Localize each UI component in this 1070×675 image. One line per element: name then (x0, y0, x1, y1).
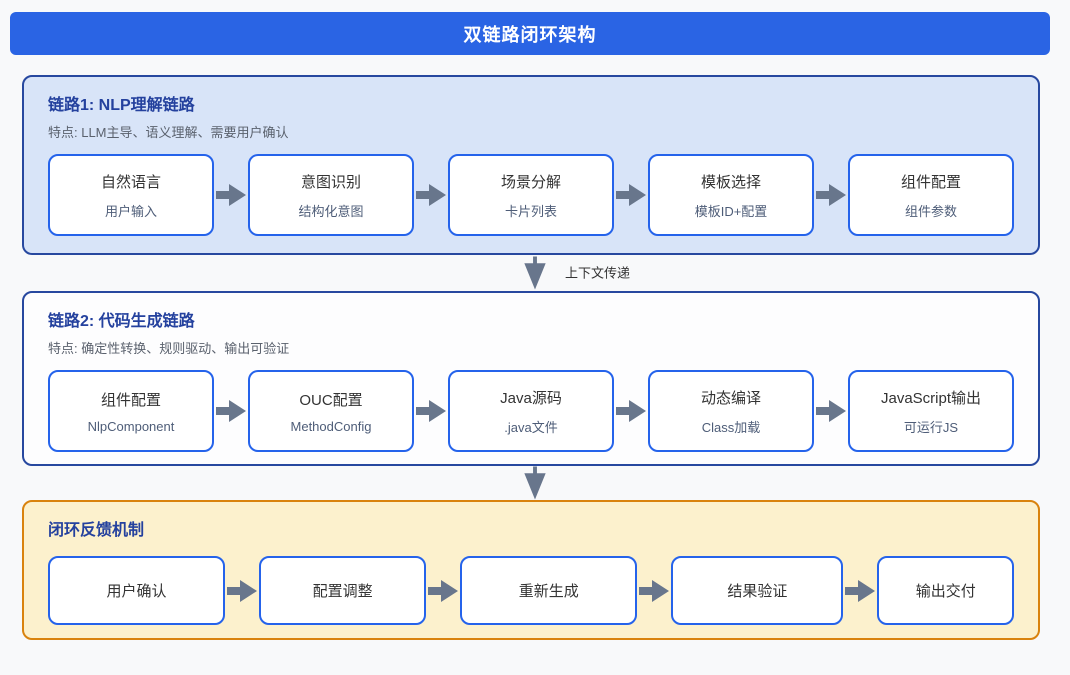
arrow-right-icon (226, 579, 257, 602)
section-codegen-subtitle: 特点: 确定性转换、规则驱动、输出可验证 (48, 341, 290, 356)
node-subtitle: 卡片列表 (504, 203, 557, 219)
connector-label: 上下文传递 (565, 265, 631, 281)
node-java-source: Java源码 .java文件 (448, 370, 614, 452)
node-natural-language: 自然语言 用户输入 (48, 154, 214, 236)
arrow-right-icon (216, 400, 246, 422)
node-user-confirm: 用户确认 (48, 556, 225, 625)
arrow-right-icon (816, 184, 846, 206)
node-title: 配置调整 (312, 583, 373, 600)
diagram-title-bar: 双链路闭环架构 (10, 12, 1050, 55)
arrow-right-icon (428, 579, 459, 602)
connector-to-feedback (0, 466, 1070, 500)
arrow-right-icon (616, 184, 646, 206)
node-subtitle: Class加载 (701, 419, 761, 435)
node-dynamic-compile: 动态编译 Class加载 (648, 370, 814, 452)
node-scene-decomposition: 场景分解 卡片列表 (448, 154, 614, 236)
section-nlp-title: 链路1: NLP理解链路 (48, 97, 195, 114)
node-regenerate: 重新生成 (460, 556, 638, 625)
node-result-verify: 结果验证 (671, 556, 844, 625)
node-subtitle: 用户输入 (104, 203, 157, 219)
node-ouc-config: OUC配置 MethodConfig (248, 370, 414, 452)
node-title: OUC配置 (299, 391, 363, 409)
node-title: JavaScript输出 (880, 389, 982, 407)
section-feedback-loop: 闭环反馈机制 用户确认 配置调整 重新生成 结果验证 输出交付 (22, 500, 1040, 640)
arrow-right-icon (416, 184, 446, 206)
node-intent-recognition: 意图识别 结构化意图 (248, 154, 414, 236)
node-title: 模板选择 (700, 173, 761, 191)
section-nlp-subtitle: 特点: LLM主导、语义理解、需要用户确认 (48, 125, 289, 140)
node-title: 组件配置 (900, 173, 961, 191)
node-subtitle: 结构化意图 (298, 203, 364, 219)
arrow-right-icon (616, 400, 646, 422)
diagram-title: 双链路闭环架构 (463, 24, 597, 45)
node-subtitle: MethodConfig (290, 418, 372, 434)
node-subtitle: 组件参数 (904, 203, 957, 219)
arrow-right-icon (216, 184, 246, 206)
node-title: 用户确认 (106, 583, 167, 600)
section-feedback-title: 闭环反馈机制 (48, 522, 145, 539)
node-title: 结果验证 (727, 583, 788, 600)
arrow-right-icon (816, 400, 846, 422)
node-subtitle: NlpComponent (87, 418, 175, 434)
node-subtitle: 可运行JS (903, 419, 959, 435)
node-component-config-input: 组件配置 NlpComponent (48, 370, 214, 452)
arrow-down-icon (524, 466, 546, 500)
section-codegen-title: 链路2: 代码生成链路 (48, 313, 195, 330)
node-config-adjust: 配置调整 (258, 556, 427, 625)
node-title: 场景分解 (500, 173, 561, 191)
arrow-right-icon (416, 400, 446, 422)
node-title: 自然语言 (100, 173, 161, 191)
node-title: Java源码 (500, 389, 562, 407)
node-title: 组件配置 (100, 391, 161, 409)
arrow-right-icon (639, 579, 670, 602)
node-template-selection: 模板选择 模板ID+配置 (648, 154, 814, 236)
arrow-down-icon (524, 256, 546, 290)
node-title: 重新生成 (518, 583, 579, 600)
node-title: 输出交付 (915, 583, 976, 600)
node-title: 动态编译 (700, 389, 761, 407)
node-component-config: 组件配置 组件参数 (848, 154, 1014, 236)
node-subtitle: 模板ID+配置 (694, 203, 768, 219)
node-output-delivery: 输出交付 (877, 556, 1014, 625)
node-subtitle: .java文件 (504, 419, 558, 435)
section-nlp-chain: 链路1: NLP理解链路 特点: LLM主导、语义理解、需要用户确认 自然语言 … (22, 75, 1040, 255)
nlp-node-row: 自然语言 用户输入 意图识别 结构化意图 场景分解 卡片列表 模板选择 模板ID… (48, 154, 1014, 236)
feedback-node-row: 用户确认 配置调整 重新生成 结果验证 输出交付 (48, 556, 1014, 625)
section-codegen-chain: 链路2: 代码生成链路 特点: 确定性转换、规则驱动、输出可验证 组件配置 Nl… (22, 291, 1040, 466)
node-title: 意图识别 (300, 173, 361, 191)
arrow-right-icon (845, 579, 876, 602)
node-javascript-output: JavaScript输出 可运行JS (848, 370, 1014, 452)
codegen-node-row: 组件配置 NlpComponent OUC配置 MethodConfig Jav… (48, 370, 1014, 452)
connector-context-pass: 上下文传递 (0, 255, 1070, 291)
